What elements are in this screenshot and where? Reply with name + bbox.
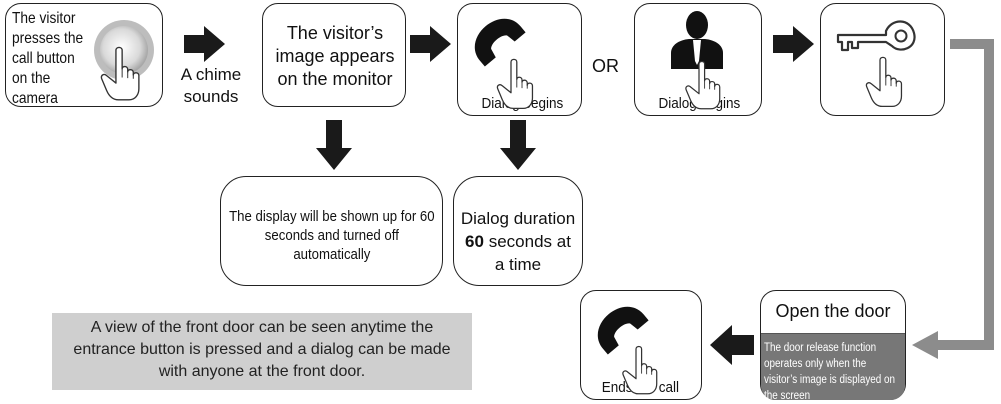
arrow-left-1 — [710, 325, 754, 365]
front-door-note — [52, 313, 472, 390]
display-timeout-text: The display will be shown up for 60 seco… — [229, 208, 435, 263]
person-icon — [671, 11, 723, 69]
call-button-inner — [100, 26, 148, 74]
dialog-duration-post: seconds at a time — [488, 232, 571, 274]
step-image-appears-box — [262, 3, 406, 107]
phone-handset-icon-1 — [474, 18, 526, 67]
arrow-down-2 — [500, 120, 536, 170]
or-label: OR — [592, 56, 619, 76]
arrow-right-2 — [410, 26, 451, 62]
arrow-down-1 — [316, 120, 352, 170]
chime-text: A chime sounds — [180, 65, 242, 106]
dialog-duration-number: 60 — [465, 232, 484, 251]
display-timeout-box — [220, 176, 443, 286]
image-appears-text: The visitor’s image appears on the monit… — [275, 23, 395, 89]
finger-press-icon-5 — [622, 345, 658, 395]
gray-connector-arrow — [935, 39, 994, 350]
finger-press-icon-4 — [865, 56, 903, 108]
dialog-duration-text: Dialog duration 60 seconds at a time — [458, 207, 578, 276]
finger-press-icon-2 — [496, 58, 534, 110]
front-door-note-text: A view of the front door can be seen any… — [73, 319, 451, 380]
door-release-note-text: The door release function operates only … — [764, 342, 896, 402]
door-release-note-box — [761, 333, 905, 400]
dialog-duration-box — [453, 176, 583, 286]
open-door-label: Open the door — [775, 301, 891, 321]
gray-arrowhead — [912, 331, 938, 359]
phone-handset-icon-2 — [597, 306, 649, 355]
dialog-duration-pre: Dialog duration — [460, 209, 576, 228]
visitor-press-text: The visitor presses the call button on t… — [12, 10, 84, 107]
arrow-right-1 — [184, 26, 225, 62]
door-key-icon — [836, 20, 916, 52]
arrow-right-3 — [773, 26, 814, 62]
